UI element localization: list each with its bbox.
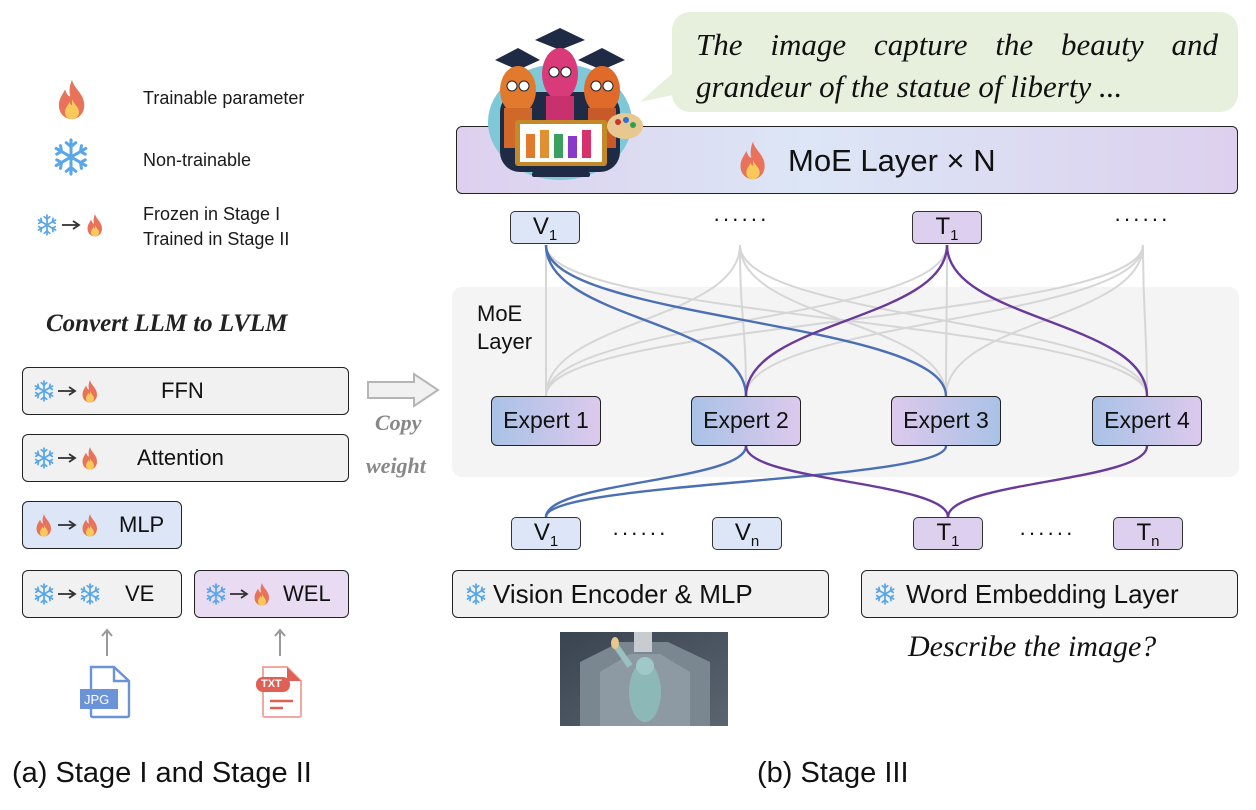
text-route: [945, 244, 1149, 397]
word-embedding-box: Word Embedding Layer: [861, 570, 1238, 618]
legend-non-trainable-label: Non-trainable: [143, 150, 252, 170]
legend-trained-label: Trained in Stage II: [143, 229, 290, 249]
text-route: [946, 445, 1149, 518]
input-token-v1: V1: [511, 517, 581, 550]
snowflake-icon: [874, 583, 896, 605]
weight-label: weight: [366, 453, 426, 478]
vision-route: [544, 445, 748, 518]
vision-route: [544, 244, 748, 397]
user-question: Describe the image?: [908, 630, 1157, 663]
input-token-t1: T1: [913, 517, 983, 550]
output-text-line2: grandeur of the statue of liberty ...: [696, 69, 1123, 104]
output-token-t1: T1: [912, 211, 982, 244]
input-token-tn: Tn: [1113, 517, 1183, 550]
expert-3: Expert 3: [891, 396, 1001, 446]
llama-mascot-illustration: [488, 28, 643, 180]
ellipsis: ······: [612, 520, 668, 545]
text-route: [744, 445, 950, 518]
legend-trainable-label: Trainable parameter: [143, 88, 305, 108]
word-embedding-label: Word Embedding Layer: [906, 578, 1179, 609]
stage3-caption: (b) Stage III: [757, 757, 909, 789]
ellipsis: ······: [1019, 520, 1075, 545]
legend-frozen-label: Frozen in Stage I: [143, 204, 281, 224]
expert-1: Expert 1: [491, 396, 601, 446]
ellipsis: ······: [1114, 206, 1170, 231]
output-text-line1: The image capture the beauty and: [696, 27, 1218, 62]
ellipsis: ······: [713, 206, 769, 231]
flame-icon: [736, 140, 770, 180]
output-token-v1: V1: [510, 211, 580, 244]
ffn-module: FFN: [22, 367, 349, 415]
stage12-caption: (a) Stage I and Stage II: [12, 757, 312, 789]
vision-route: [544, 445, 948, 518]
copy-weight-arrow-icon: [367, 372, 440, 408]
ffn-label: FFN: [161, 378, 204, 403]
expert-2: Expert 2: [691, 396, 801, 446]
expert-4: Expert 4: [1092, 396, 1202, 446]
attention-module: Attention: [22, 434, 349, 482]
text-route: [744, 244, 949, 397]
ve-label: VE: [125, 581, 155, 606]
copy-label: Copy: [375, 410, 422, 435]
vision-encoder-label: Vision Encoder & MLP: [493, 578, 753, 609]
speech-bubble-tail: [640, 72, 678, 102]
mlp-module: MLP: [22, 501, 182, 549]
up-arrow-icon: [101, 628, 113, 656]
jpg-file-icon: JPG: [80, 665, 132, 719]
moe-layer-label: MoE Layer: [477, 301, 533, 354]
txt-file-icon: TXT: [253, 665, 305, 719]
inactive-route: [1142, 244, 1148, 397]
vision-route: [544, 244, 948, 397]
ve-module: VE: [22, 570, 182, 618]
input-token-vn: Vn: [712, 517, 782, 550]
up-arrow-icon: [274, 628, 286, 656]
stage12-title: Convert LLM to LVLM: [46, 310, 288, 337]
wel-module: WEL: [194, 570, 349, 618]
mlp-label: MLP: [119, 512, 165, 537]
attention-label: Attention: [137, 445, 224, 470]
vision-encoder-box: Vision Encoder & MLP: [452, 570, 829, 618]
speech-bubble: [672, 12, 1238, 112]
inactive-route: [745, 244, 1144, 397]
moe-stack-label: MoE Layer × N: [788, 143, 996, 178]
snowflake-icon: [465, 583, 487, 605]
statue-of-liberty-image: [560, 632, 728, 726]
wel-label: WEL: [283, 581, 331, 606]
